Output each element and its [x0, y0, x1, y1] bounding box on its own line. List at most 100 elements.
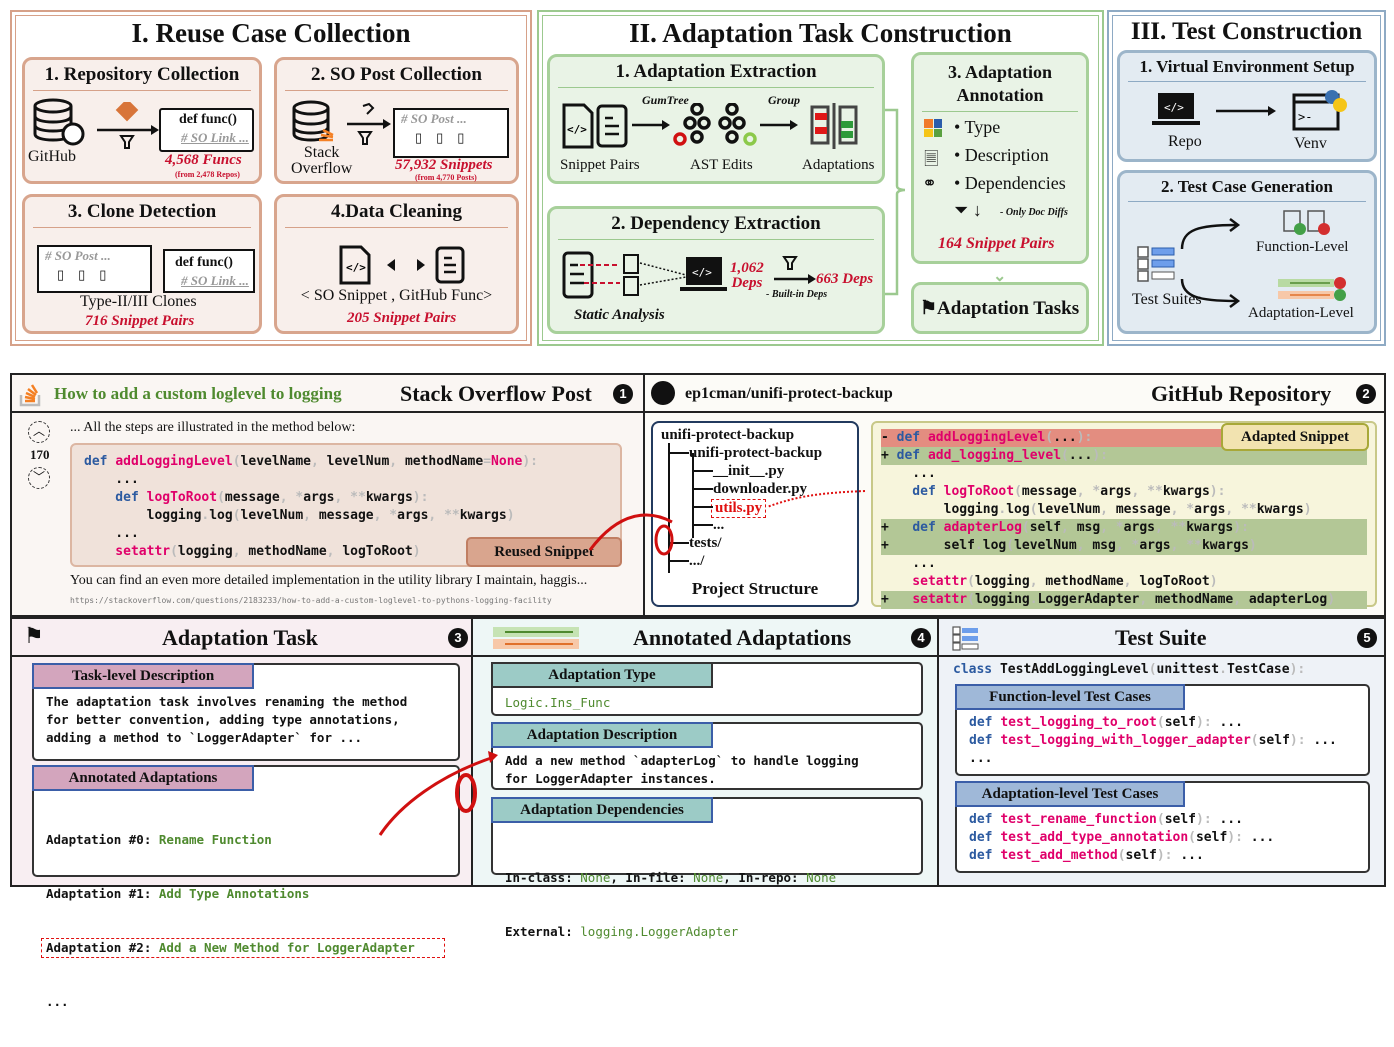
code-token: msg [1076, 520, 1101, 535]
adaptation-dependencies-text: In-class: None, In-file: None, In-repo: … [505, 870, 837, 939]
test-case[interactable]: def test_rename_function(self): ... [969, 811, 1274, 829]
code-token: ( [1014, 484, 1022, 499]
repo-name[interactable]: ep1cman/unifi-protect-backup [685, 385, 893, 402]
panel-title: Adaptation Task [162, 625, 318, 650]
code-line: def addLoggingLevel(levelName, levelNum,… [84, 453, 608, 471]
panel-title: Annotated Adaptations [633, 625, 852, 650]
code-token: ( [1045, 430, 1054, 445]
diff-line-add: + def adapterLog(self, msg, *args, **kwa… [881, 519, 1367, 537]
code-token: , [389, 454, 405, 469]
tree-item[interactable]: unifi-protect-backup [689, 445, 823, 461]
extraction-flow-icons: </> [562, 103, 858, 149]
code-token: ( [217, 490, 225, 505]
code-token: ... [1068, 448, 1093, 463]
card-title: 3. Clone Detection [33, 201, 251, 228]
step-number-badge: 4 [911, 628, 931, 648]
downvote-button[interactable]: ﹀ [28, 467, 50, 489]
code-token: levelName [240, 454, 311, 469]
svg-text:</>: </> [692, 266, 712, 279]
reused-snippet-code: def addLoggingLevel(levelName, levelNum,… [84, 453, 608, 561]
code-token: ... [881, 556, 936, 571]
code-token: = [483, 454, 492, 469]
pair-label: < SO Snippet , GitHub Func> [300, 287, 493, 304]
code-line: def logToRoot(message, *args, **kwargs): [84, 489, 608, 507]
code-token: ): [1209, 484, 1226, 499]
code-token: , [311, 454, 327, 469]
code-token: methodName [248, 544, 327, 559]
tree-item[interactable]: tests/ [689, 535, 722, 551]
code-token: ): [1156, 848, 1181, 863]
card-data-cleaning: 4.Data Cleaning </> < SO Snippet , GitHu… [274, 194, 519, 334]
code-line: logging.log(levelNum, message, *args, **… [84, 507, 608, 525]
code-token: levelNum [1014, 538, 1077, 553]
post-intro: ... All the steps are illustrated in the… [70, 420, 356, 435]
card-title: 2. Test Case Generation [1128, 177, 1366, 202]
code-token: logging [84, 508, 202, 523]
tree-root[interactable]: unifi-protect-backup [661, 427, 795, 443]
code-token: ( [967, 574, 975, 589]
test-case[interactable]: def test_logging_with_logger_adapter(sel… [969, 732, 1337, 750]
tree-item[interactable]: downloader.py [713, 481, 808, 497]
adaptation-level-tests-box: Adaptation-level Test Cases def test_ren… [955, 781, 1370, 873]
upvote-button[interactable]: ︿ [28, 421, 50, 443]
test-generation-flow [1137, 210, 1346, 308]
flag-icon: ⚑ [24, 623, 44, 648]
venv-label: Venv [1294, 135, 1327, 152]
step-number-badge: 5 [1357, 628, 1377, 648]
question-title[interactable]: How to add a custom loglevel to logging [54, 384, 342, 403]
code-token: args [1139, 538, 1171, 553]
adaptation-type-tag: Adaptation Type [491, 662, 713, 688]
card-repository-collection: 1. Repository Collection GitHub def func… [22, 57, 262, 184]
code-token: ( [1188, 830, 1196, 845]
panel-title: GitHub Repository [1151, 381, 1332, 406]
code-token: , * [373, 508, 398, 523]
adaptation-type-box: Adaptation Type Logic.Ins_Func [491, 662, 923, 716]
post-footer: You can find an even more detailed imple… [70, 573, 588, 588]
task-description-tag: Task-level Description [32, 663, 254, 689]
code-token: self [1258, 733, 1290, 748]
code-token: ): [1076, 430, 1093, 445]
so-snippets-box: # SO Post ... ▯▯▯ [393, 108, 509, 158]
funcs-stat: 4,568 Funcs [165, 152, 242, 168]
code-token: self [1195, 830, 1228, 845]
test-case[interactable]: def test_add_method(self): ... [969, 847, 1274, 865]
test-case[interactable]: def test_logging_to_root(self): ... [969, 714, 1337, 732]
code-token: ) [1327, 592, 1336, 607]
diff-line: ... [881, 555, 1367, 573]
code-token: logToRoot [1139, 574, 1210, 589]
code-token: ) [1209, 574, 1218, 589]
panel-header: Test Suite 5 [939, 619, 1384, 657]
tree-item[interactable]: __init__.py [713, 463, 785, 479]
annotated-adaptations-tag: Annotated Adaptations [32, 765, 254, 791]
tree-item-utils[interactable]: utils.py [711, 499, 767, 518]
code-token: self [1164, 812, 1196, 827]
adaptation-item[interactable]: Adaptation #0: Rename Function [46, 832, 272, 847]
vote-count: 170 [30, 447, 50, 462]
card-title: 1. Repository Collection [33, 64, 251, 91]
code-token: kwargs [1201, 538, 1249, 553]
adaptation-item[interactable]: Adaptation #1: Add Type Annotations [46, 886, 310, 901]
post-url[interactable]: https://stackoverflow.com/questions/2183… [70, 596, 552, 605]
diff-line: setattr(logging, methodName, logToRoot) [881, 573, 1367, 591]
github-icon [651, 381, 675, 405]
doc-diffs-filter: - Only Doc Diffs [1000, 207, 1068, 218]
code-token: ): [522, 454, 539, 469]
test-case[interactable]: def test_add_type_annotation(self): ... [969, 829, 1274, 847]
code-token: , ** [1154, 520, 1187, 535]
code-token: ( [1061, 448, 1069, 463]
diff-lines: - def addLoggingLevel(...):+ def add_log… [881, 429, 1367, 609]
code-token: ( [1029, 502, 1038, 517]
panel-adaptation-task: ⚑ Adaptation Task 3 Task-level Descripti… [10, 617, 473, 1009]
function-level-tests: def test_logging_to_root(self): ...def t… [969, 714, 1337, 768]
adaptation-item-highlighted[interactable]: Adaptation #2: Add a New Method for Logg… [41, 938, 445, 958]
code-token: + [881, 520, 913, 535]
builtin-deps-filter: - Built-in Deps [766, 289, 828, 300]
reused-snippet-label: Reused Snippet [466, 537, 622, 567]
code-token: . [201, 508, 210, 523]
code-token: self [1029, 520, 1062, 535]
tree-item[interactable]: .../ [689, 553, 705, 569]
code-token: add_logging_level [927, 448, 1062, 463]
